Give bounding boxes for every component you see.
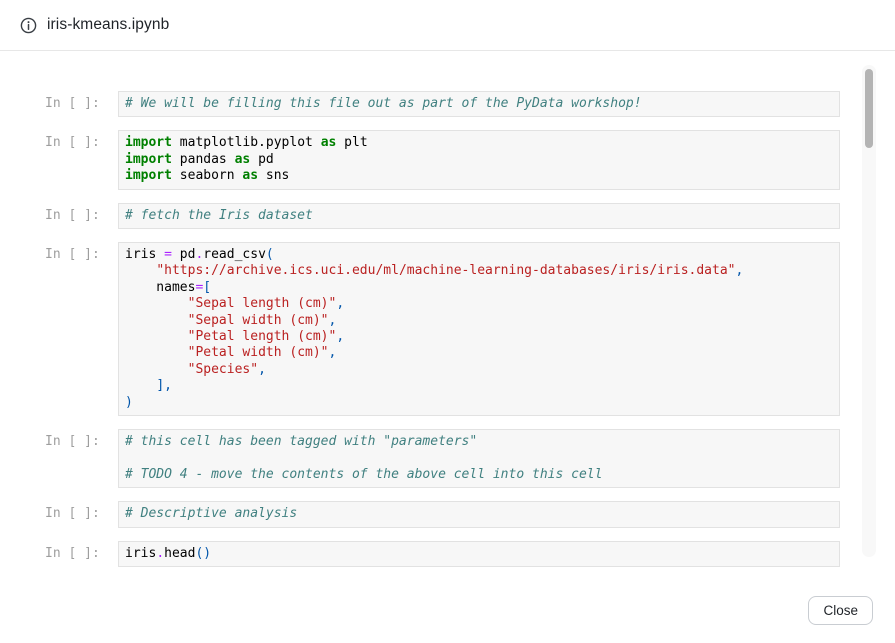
page-title: iris-kmeans.ipynb	[47, 16, 170, 33]
cell-code: # fetch the Iris dataset	[118, 202, 840, 230]
cell-code: # this cell has been tagged with "parame…	[118, 429, 840, 489]
cell-prompt: In [ ]:	[45, 135, 100, 151]
cell-prompt: In [ ]:	[45, 545, 100, 561]
cell-prompt: In [ ]:	[45, 207, 100, 223]
notebook-scroll-area[interactable]: In [ ]: # We will be filling this file ou…	[0, 52, 895, 571]
cell-prompt: In [ ]:	[45, 96, 100, 111]
notebook-cell: In [ ]: # fetch the Iris dataset	[45, 202, 840, 230]
cell-code: iris = pd.read_csv( "https://archive.ics…	[118, 242, 840, 417]
notebook-cell: In [ ]: # We will be filling this file ou…	[45, 91, 840, 118]
close-button[interactable]: Close	[808, 596, 873, 625]
notebook-cells: In [ ]: # We will be filling this file ou…	[0, 52, 895, 571]
notebook-cell: In [ ]: iris.head()	[45, 540, 840, 568]
cell-prompt: In [ ]:	[45, 247, 100, 263]
cell-code: # Descriptive analysis	[118, 501, 840, 528]
scrollbar-track[interactable]	[862, 65, 876, 557]
notebook-cell: In [ ]: iris = pd.read_csv( "https://arch…	[45, 242, 840, 417]
cell-code: iris.head()	[118, 540, 840, 568]
notebook-cell: In [ ]: # this cell has been tagged with …	[45, 429, 840, 489]
dialog-header: iris-kmeans.ipynb	[0, 0, 895, 51]
cell-prompt: In [ ]:	[45, 434, 100, 450]
cell-code: # We will be filling this file out as pa…	[118, 91, 840, 118]
info-icon	[20, 17, 37, 33]
cell-prompt: In [ ]:	[45, 506, 100, 522]
scrollbar-thumb[interactable]	[865, 69, 873, 148]
notebook-cell: In [ ]: # Descriptive analysis	[45, 501, 840, 528]
